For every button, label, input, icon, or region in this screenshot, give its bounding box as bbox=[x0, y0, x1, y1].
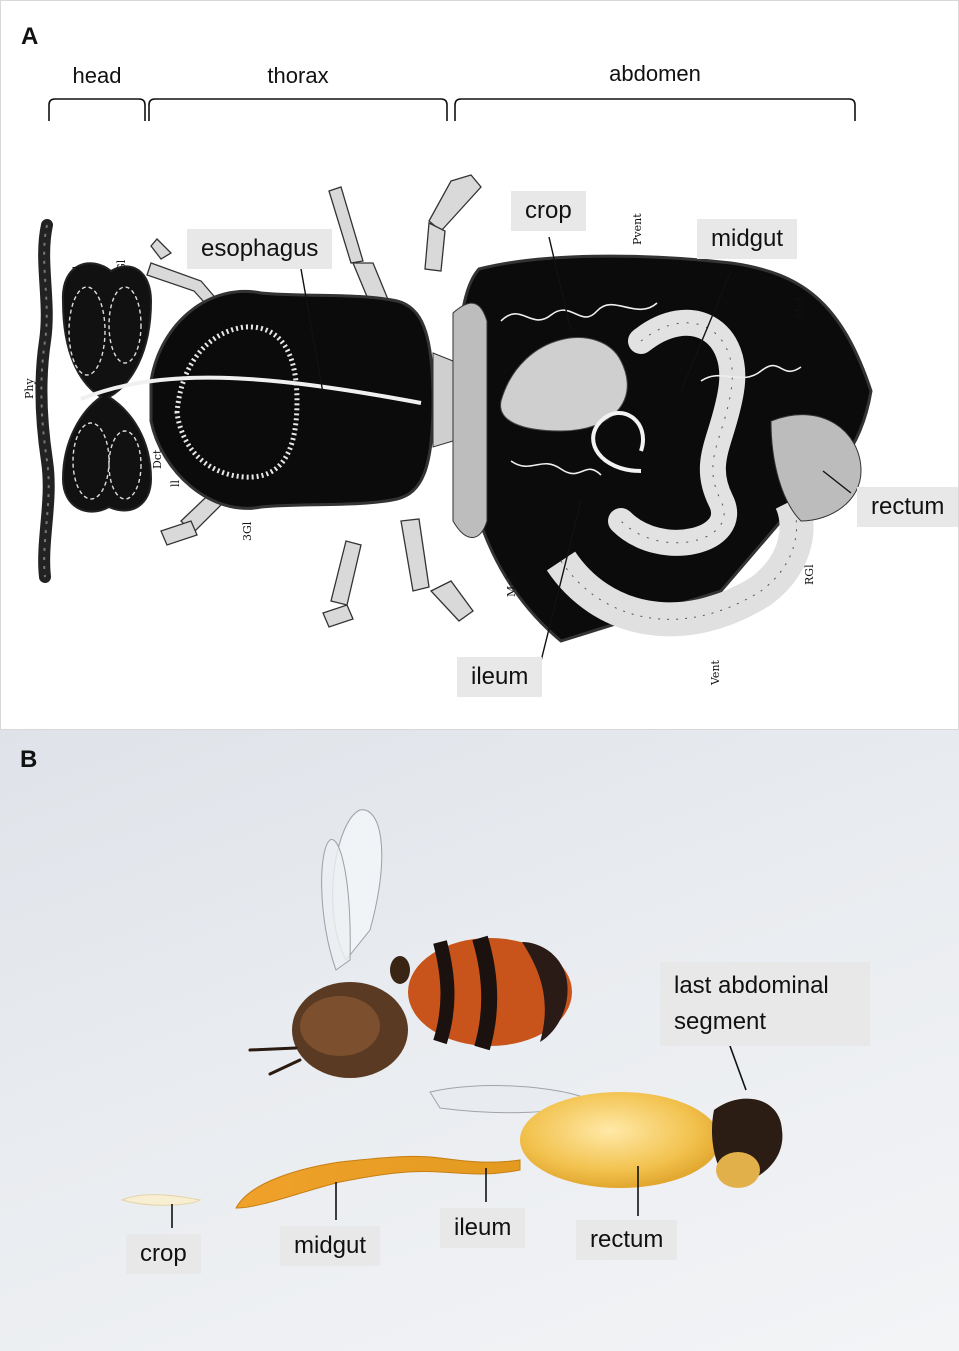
label-1gl: 1Gl bbox=[71, 265, 84, 285]
photo-last-segment bbox=[712, 1099, 782, 1188]
panel-b: B bbox=[0, 730, 959, 1351]
label-dct: Dct bbox=[151, 449, 164, 469]
photo-rectum bbox=[520, 1092, 720, 1188]
callout-crop-a: crop bbox=[511, 191, 586, 231]
label-ll: ll bbox=[169, 479, 182, 487]
callout-midgut-a: midgut bbox=[697, 219, 797, 259]
callout-esophagus: esophagus bbox=[187, 229, 332, 269]
label-rgl: RGl bbox=[803, 564, 816, 585]
callout-ileum-b: ileum bbox=[440, 1208, 525, 1248]
head-outline bbox=[63, 263, 151, 511]
label-mal-lower: Mal bbox=[505, 575, 518, 597]
label-phy: Phy bbox=[23, 378, 36, 399]
region-brackets bbox=[49, 99, 855, 121]
panel-a: A head thorax abdomen bbox=[0, 0, 959, 730]
label-mal-upper: Mal bbox=[793, 297, 806, 319]
bee-anatomy-drawing: 1Gl 2Gl Phy Dct ll 3Gl Pvent Mal Mal RGl… bbox=[1, 1, 959, 730]
photo-crop bbox=[122, 1195, 200, 1206]
callout-midgut-b: midgut bbox=[280, 1226, 380, 1266]
callout-rectum-b: rectum bbox=[576, 1220, 677, 1260]
callout-last-abdominal-segment: last abdominal segment bbox=[660, 962, 870, 1046]
bee-body bbox=[250, 938, 572, 1078]
callout-crop-b: crop bbox=[126, 1234, 201, 1274]
callout-ileum-a: ileum bbox=[457, 657, 542, 697]
label-3gl: 3Gl bbox=[241, 521, 254, 541]
label-vent: Vent bbox=[709, 659, 722, 686]
callout-rectum-a: rectum bbox=[857, 487, 958, 527]
label-2gl: 2Gl bbox=[115, 259, 128, 279]
photo-midgut bbox=[236, 1156, 520, 1208]
label-pvent: Pvent bbox=[631, 213, 644, 245]
antennae bbox=[41, 225, 48, 577]
